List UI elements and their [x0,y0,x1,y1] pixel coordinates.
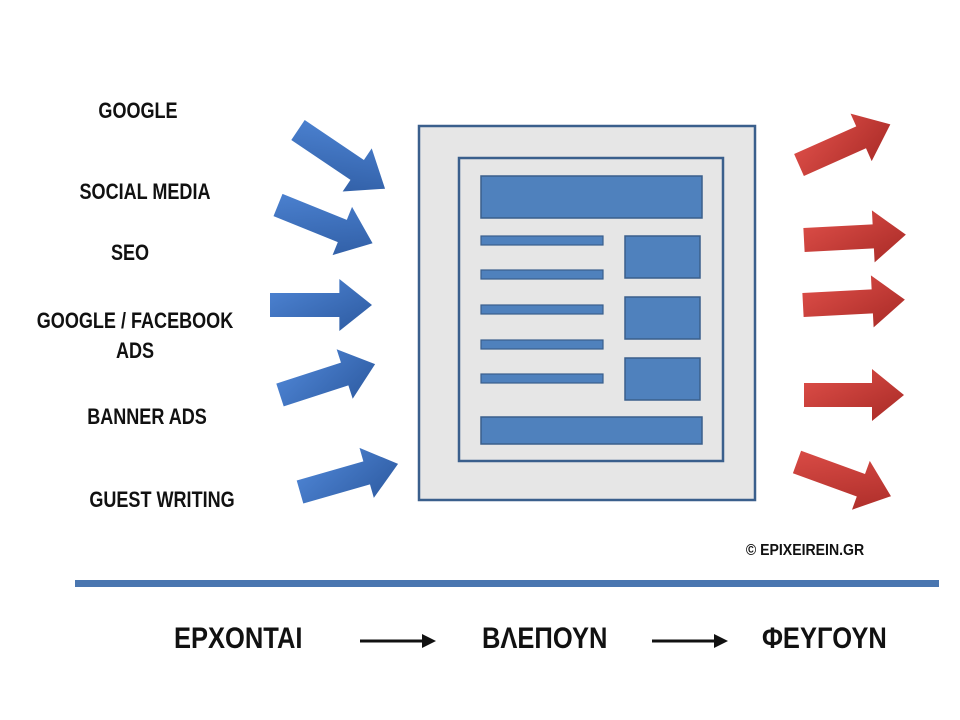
source-label-seo: SEO [110,240,150,265]
outgoing-arrow [804,369,904,421]
copyright-text: © EPIXEIREIN.GR [745,542,865,559]
step-come: ΕΡΧΟΝΤΑΙ [174,622,303,655]
incoming-arrow [270,279,372,331]
source-label-banner-ads: BANNER ADS [87,404,207,429]
incoming-arrow [292,438,406,517]
step-leave: ΦΕΥΓΟΥΝ [762,622,887,655]
outgoing-arrow [801,273,907,331]
text-line [480,339,604,350]
incoming-arrow [268,180,383,268]
web-page-mockup [417,124,757,502]
source-label-google: GOOGLE [98,98,178,123]
source-label-social-media: SOCIAL MEDIA [79,179,211,204]
text-line [480,304,604,315]
page-header-block [480,175,703,219]
image-block [624,235,701,279]
page-footer-block [480,416,703,445]
divider-line [75,580,939,587]
source-label-guest-writing: GUEST WRITING [89,487,235,512]
image-block [624,296,701,340]
text-line [480,373,604,384]
outgoing-arrow [788,100,901,189]
flow-arrow-icon [652,634,728,648]
text-line [480,235,604,246]
flow-arrow-icon [360,634,436,648]
image-block [624,357,701,401]
source-label-google-facebook-ads: GOOGLE / FACEBOOK ADS [36,308,234,363]
outgoing-arrow [802,208,908,266]
text-line [480,269,604,280]
incoming-arrow [283,108,400,211]
incoming-arrow [271,339,384,420]
traffic-diagram [268,100,908,521]
step-see: ΒΛΕΠΟΥΝ [482,622,608,655]
outgoing-arrow [788,437,900,521]
